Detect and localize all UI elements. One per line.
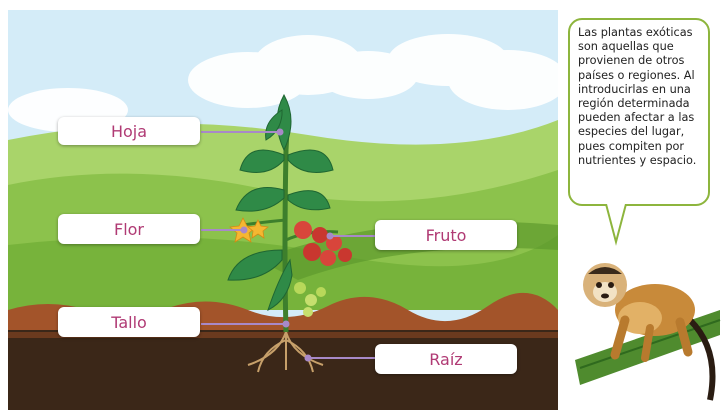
speech-bubble-tail (560, 198, 640, 246)
monkey-illustration (570, 240, 721, 410)
label-raiz-text: Raíz (429, 350, 462, 369)
label-tallo: Tallo (58, 307, 200, 337)
label-flor: Flor (58, 214, 200, 244)
label-fruto-text: Fruto (426, 226, 467, 245)
label-fruto: Fruto (375, 220, 517, 250)
label-raiz: Raíz (375, 344, 517, 374)
speech-bubble-text: Las plantas exóticas son aquellas que pr… (578, 26, 696, 167)
label-tallo-text: Tallo (111, 313, 147, 332)
speech-bubble: Las plantas exóticas son aquellas que pr… (568, 18, 710, 206)
label-hoja-text: Hoja (111, 122, 147, 141)
label-hoja: Hoja (58, 117, 200, 145)
label-flor-text: Flor (114, 220, 144, 239)
